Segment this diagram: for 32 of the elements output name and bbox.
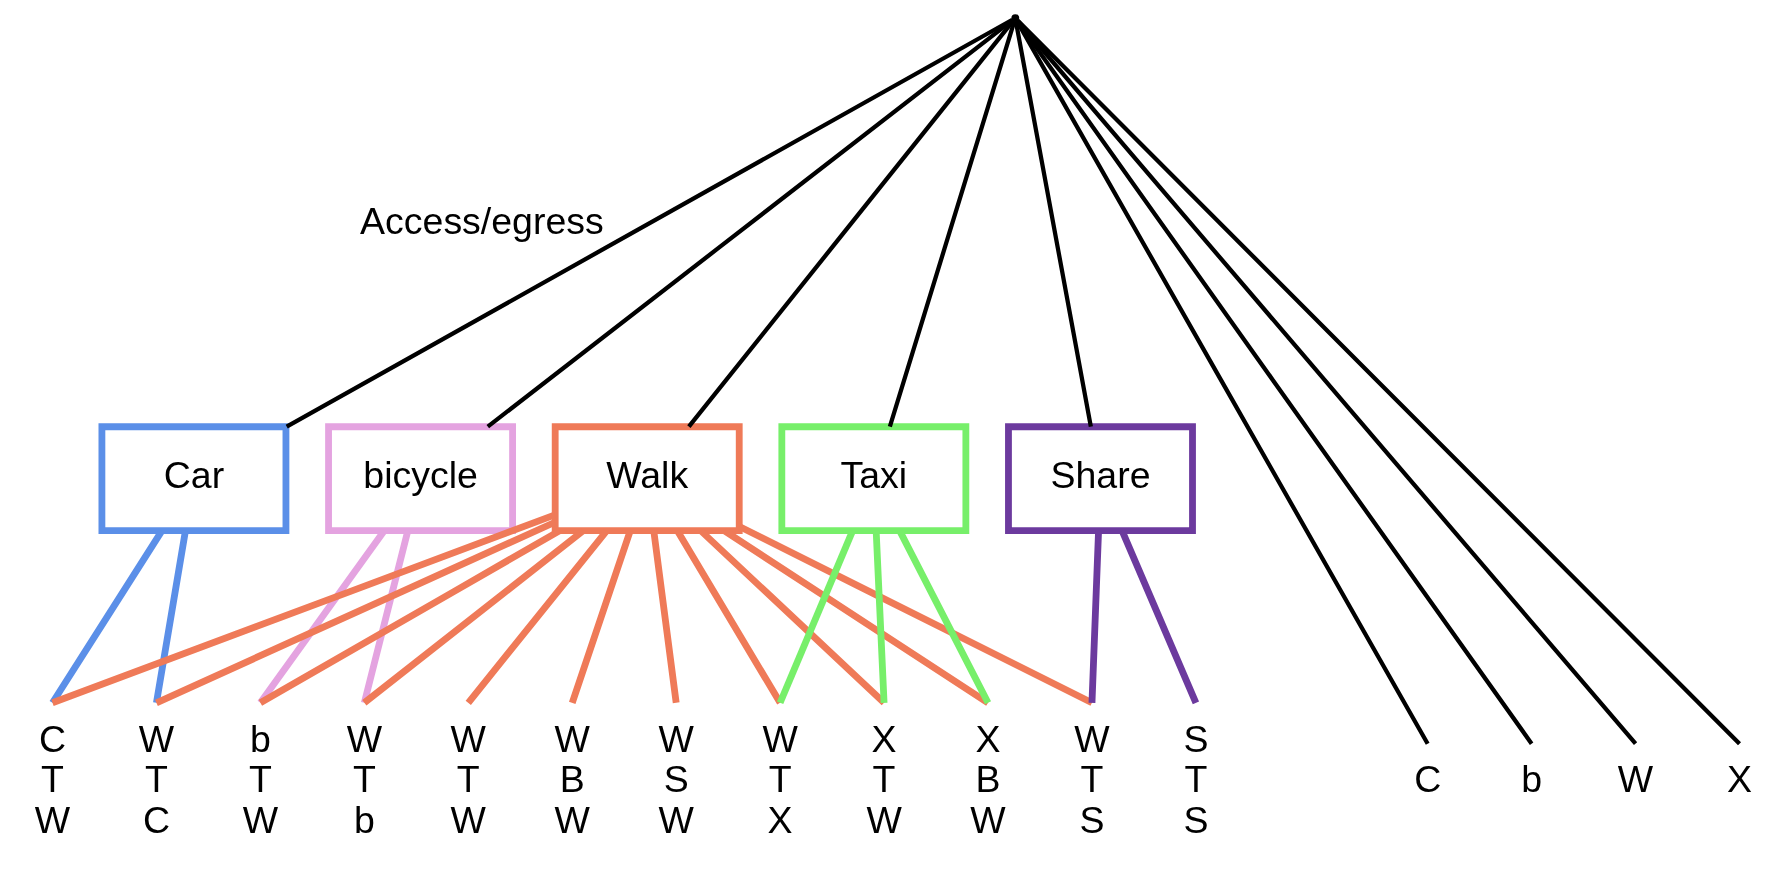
- node-text: W T X: [761, 717, 798, 842]
- node-point: [1010, 14, 1019, 22]
- node-text: X B W: [969, 717, 1006, 842]
- node-text: b: [1520, 758, 1542, 801]
- connector: [285, 17, 1013, 429]
- node-text: W T C: [138, 717, 174, 842]
- node-text: S T S: [1182, 717, 1208, 842]
- node-box: Car: [98, 423, 289, 535]
- connector: [1014, 20, 1430, 745]
- node-box: bicycle: [324, 423, 516, 535]
- node-text: W B W: [554, 717, 590, 842]
- connector: [486, 18, 1014, 429]
- connector: [152, 530, 189, 704]
- node-box: Walk: [551, 423, 743, 535]
- node-box: Taxi: [777, 423, 969, 535]
- label: Access/egress: [359, 199, 604, 242]
- node-text: W S W: [657, 717, 694, 842]
- connector: [686, 19, 1015, 428]
- node-text: W T S: [1073, 717, 1110, 842]
- node-text: X T W: [865, 717, 902, 842]
- connector: [360, 530, 411, 704]
- node-text: X: [1726, 758, 1752, 801]
- node-text: C: [1413, 758, 1441, 801]
- connector: [1014, 19, 1533, 745]
- node-box: Share: [1004, 423, 1196, 535]
- node-text: W: [1617, 758, 1653, 801]
- node-text: W T b: [346, 717, 382, 842]
- connector: [887, 20, 1016, 428]
- connector: [1013, 21, 1093, 427]
- node-text: C T W: [34, 717, 70, 842]
- node-text: b T W: [242, 717, 278, 842]
- node-text: W T W: [450, 717, 486, 842]
